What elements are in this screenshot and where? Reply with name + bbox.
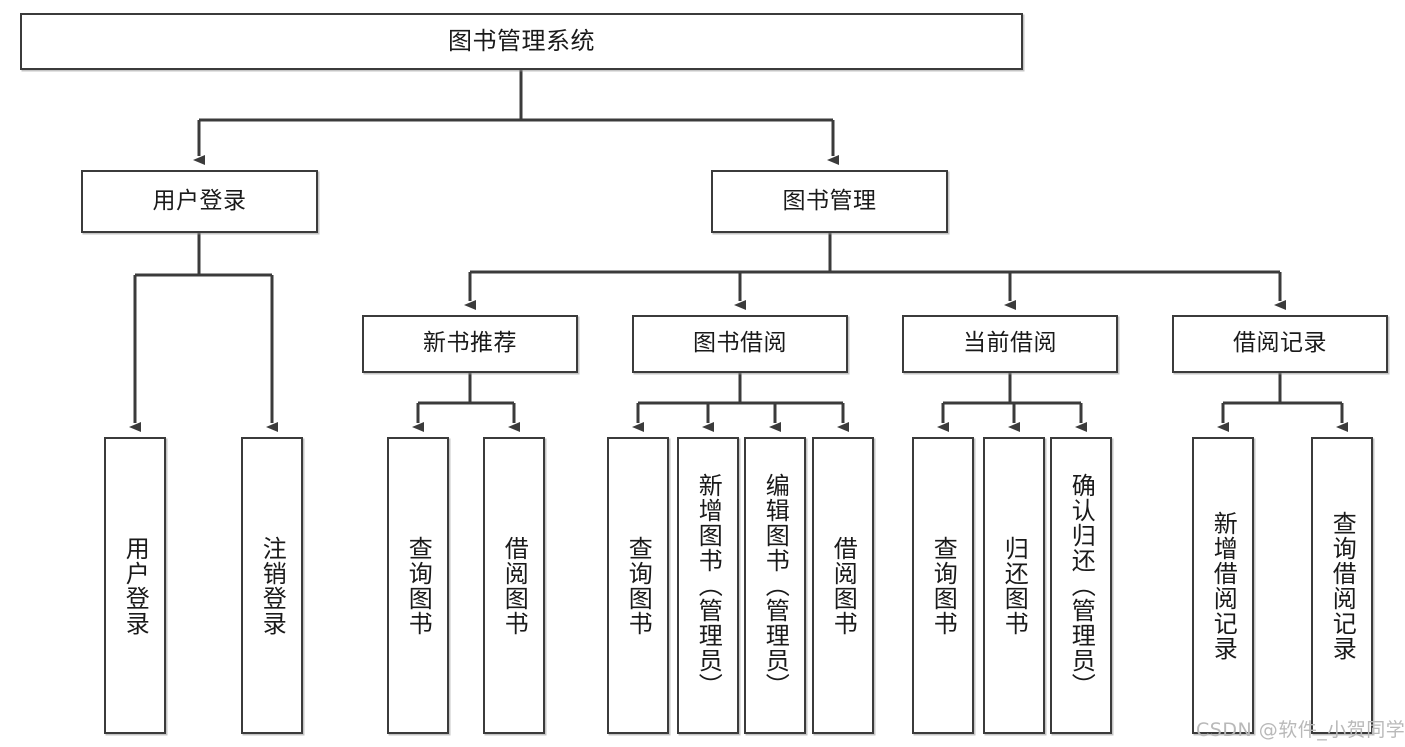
node-leaf-edit-book[interactable]: 编辑图书（管理员） xyxy=(744,437,806,734)
node-leaf-borrow-book-2-label: 借阅图书 xyxy=(829,535,858,636)
node-book-manage-label: 图书管理 xyxy=(782,187,877,214)
node-leaf-user-login[interactable]: 用户登录 xyxy=(104,437,166,734)
node-book-borrow[interactable]: 图书借阅 xyxy=(632,315,848,373)
node-borrow-record[interactable]: 借阅记录 xyxy=(1172,315,1388,373)
node-leaf-user-logout-label: 注销登录 xyxy=(258,535,287,636)
node-leaf-confirm-return-label: 确认归还（管理员） xyxy=(1067,473,1096,698)
node-book-manage[interactable]: 图书管理 xyxy=(711,170,948,233)
node-root-label: 图书管理系统 xyxy=(448,27,595,56)
node-leaf-query-book-3-label: 查询图书 xyxy=(929,535,958,636)
node-leaf-query-book-1-label: 查询图书 xyxy=(404,535,433,636)
node-leaf-return-book[interactable]: 归还图书 xyxy=(983,437,1045,734)
node-leaf-add-book[interactable]: 新增图书（管理员） xyxy=(677,437,739,734)
node-leaf-edit-book-label: 编辑图书（管理员） xyxy=(761,473,790,698)
node-leaf-user-logout[interactable]: 注销登录 xyxy=(241,437,303,734)
node-current-borrow-label: 当前借阅 xyxy=(963,330,1057,357)
node-leaf-borrow-book-1[interactable]: 借阅图书 xyxy=(483,437,545,734)
node-leaf-query-book-3[interactable]: 查询图书 xyxy=(912,437,974,734)
node-leaf-query-book-2[interactable]: 查询图书 xyxy=(607,437,669,734)
node-leaf-confirm-return[interactable]: 确认归还（管理员） xyxy=(1050,437,1112,734)
node-leaf-borrow-book-1-label: 借阅图书 xyxy=(500,535,529,636)
node-leaf-add-book-label: 新增图书（管理员） xyxy=(694,473,723,698)
node-leaf-query-record-label: 查询借阅记录 xyxy=(1328,510,1357,661)
node-new-book-rec-label: 新书推荐 xyxy=(423,330,517,357)
node-borrow-record-label: 借阅记录 xyxy=(1233,330,1327,357)
node-leaf-query-book-2-label: 查询图书 xyxy=(624,535,653,636)
node-user-login-label: 用户登录 xyxy=(152,187,247,214)
node-new-book-rec[interactable]: 新书推荐 xyxy=(362,315,578,373)
node-leaf-add-record-label: 新增借阅记录 xyxy=(1209,510,1238,661)
node-leaf-query-record[interactable]: 查询借阅记录 xyxy=(1311,437,1373,734)
node-leaf-add-record[interactable]: 新增借阅记录 xyxy=(1192,437,1254,734)
node-leaf-borrow-book-2[interactable]: 借阅图书 xyxy=(812,437,874,734)
csdn-watermark: CSDN @软件_小贺同学 xyxy=(1196,719,1405,741)
node-current-borrow[interactable]: 当前借阅 xyxy=(902,315,1118,373)
node-user-login[interactable]: 用户登录 xyxy=(81,170,318,233)
node-leaf-query-book-1[interactable]: 查询图书 xyxy=(387,437,449,734)
node-leaf-user-login-label: 用户登录 xyxy=(121,535,150,636)
node-book-borrow-label: 图书借阅 xyxy=(693,330,787,357)
node-leaf-return-book-label: 归还图书 xyxy=(1000,535,1029,636)
node-root[interactable]: 图书管理系统 xyxy=(20,13,1023,70)
